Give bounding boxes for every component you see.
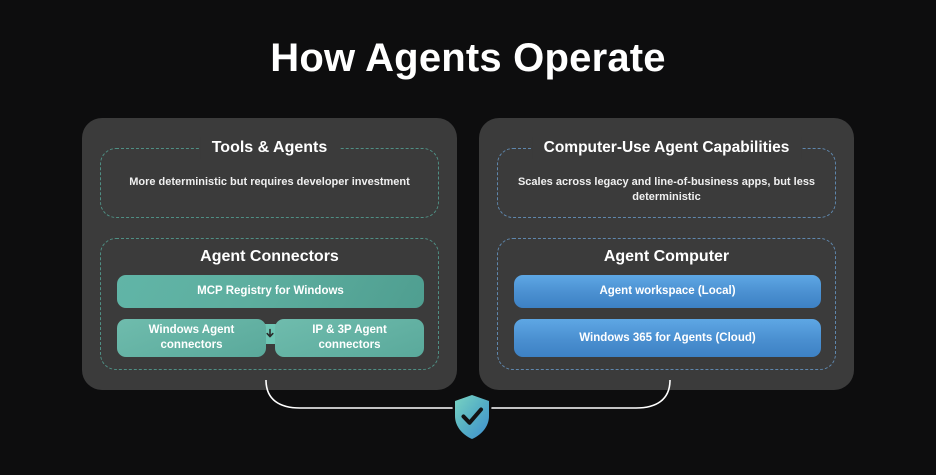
item-mcp-registry-for-windows[interactable]: MCP Registry for Windows: [117, 275, 424, 308]
group-title-agent-connectors: Agent Connectors: [200, 248, 339, 265]
item-windows-agent-connectors[interactable]: Windows Agent connectors: [117, 319, 266, 357]
group-legend-tools-and-agents: Tools & Agents: [199, 137, 340, 159]
group-description-tools-and-agents: More deterministic but requires develope…: [129, 176, 410, 188]
page-title: How Agents Operate: [270, 36, 666, 80]
group-agent-connectors: Agent Connectors MCP Registry for Window…: [100, 238, 439, 370]
group-agent-computer: Agent Computer Agent workspace (Local) W…: [497, 238, 836, 370]
shield-check-icon: [455, 395, 489, 439]
group-description-computer-use: Scales across legacy and line-of-busines…: [517, 176, 816, 203]
group-title-agent-computer: Agent Computer: [603, 248, 730, 265]
group-tools-and-agents-header: Tools & Agents More deterministic but re…: [100, 137, 439, 218]
panel-computer-use-agent-capabilities[interactable]: Computer-Use Agent Capabilities Scales a…: [479, 118, 854, 390]
item-agent-workspace-local[interactable]: Agent workspace (Local): [514, 275, 821, 308]
group-legend-computer-use-agent-capabilities: Computer-Use Agent Capabilities: [531, 137, 802, 159]
group-computer-use-header: Computer-Use Agent Capabilities Scales a…: [497, 137, 836, 218]
panel-tools-and-agents[interactable]: Tools & Agents More deterministic but re…: [82, 118, 457, 390]
item-windows-365-for-agents-cloud[interactable]: Windows 365 for Agents (Cloud): [514, 319, 821, 357]
item-ip-and-3p-agent-connectors[interactable]: IP & 3P Agent connectors: [275, 319, 424, 357]
